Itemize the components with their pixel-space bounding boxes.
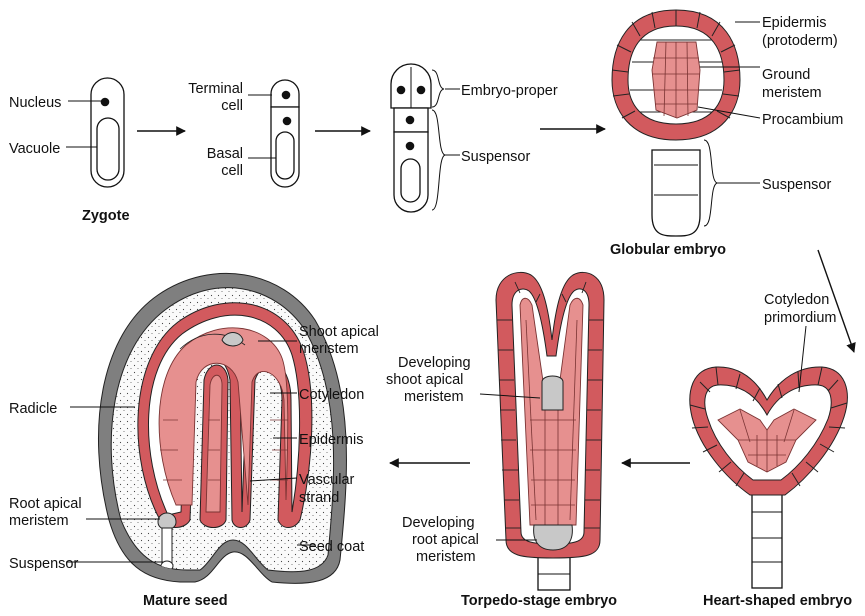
label-root-apical-meristem-1: Root apical	[9, 496, 82, 512]
caption-zygote: Zygote	[82, 208, 130, 224]
heart-suspensor	[752, 484, 782, 588]
label-terminal-cell-2: cell	[221, 98, 243, 114]
label-vacuole: Vacuole	[9, 141, 60, 157]
label-dev-root-apical-meristem-3: meristem	[416, 549, 476, 565]
four-cell-figure: Embryo-proper Suspensor	[391, 64, 558, 212]
label-suspensor-mature: Suspensor	[9, 556, 78, 572]
torpedo-stage-embryo-figure: Developing shoot apical meristem Develop…	[386, 272, 617, 609]
caption-torpedo-stage-embryo: Torpedo-stage embryo	[461, 593, 617, 609]
label-basal-cell-2: cell	[221, 163, 243, 179]
torpedo-shoot-meristem	[542, 376, 563, 410]
caption-heart-shaped-embryo: Heart-shaped embryo	[703, 593, 852, 609]
label-vascular-strand-1: Vascular	[299, 472, 355, 488]
label-cotyledon-primordium-1: Cotyledon	[764, 292, 829, 308]
label-cotyledon: Cotyledon	[299, 387, 364, 403]
globular-suspensor	[652, 150, 700, 236]
mature-root-apical-meristem	[158, 513, 176, 530]
label-ground-meristem-2: meristem	[762, 85, 822, 101]
zygote-vacuole	[97, 118, 119, 180]
caption-mature-seed: Mature seed	[143, 593, 228, 609]
label-epidermis-protoderm-1: Epidermis	[762, 15, 826, 31]
label-seed-coat: Seed coat	[299, 539, 364, 555]
label-dev-shoot-apical-meristem-3: meristem	[404, 389, 464, 405]
label-dev-root-apical-meristem-1: Developing	[402, 515, 475, 531]
label-epidermis-protoderm-2: (protoderm)	[762, 33, 838, 49]
label-vascular-strand-2: strand	[299, 490, 339, 506]
mature-seed-figure: Shoot apical meristem Cotyledon Epidermi…	[9, 273, 379, 609]
label-radicle: Radicle	[9, 401, 57, 417]
caption-globular-embryo: Globular embryo	[610, 242, 726, 258]
label-cotyledon-primordium-2: primordium	[764, 310, 837, 326]
label-dev-root-apical-meristem-2: root apical	[412, 532, 479, 548]
two-cell-figure: Terminal cell Basal cell	[188, 80, 299, 187]
brace-embryo-proper	[432, 70, 444, 107]
label-shoot-apical-meristem-1: Shoot apical	[299, 324, 379, 340]
torpedo-root-meristem	[534, 525, 573, 550]
zygote-nucleus	[101, 98, 110, 107]
label-embryo-proper: Embryo-proper	[461, 83, 558, 99]
label-root-apical-meristem-2: meristem	[9, 513, 69, 529]
label-dev-shoot-apical-meristem-2: shoot apical	[386, 372, 463, 388]
label-basal-cell-1: Basal	[207, 146, 243, 162]
label-suspensor-globular: Suspensor	[762, 177, 831, 193]
label-procambium: Procambium	[762, 112, 843, 128]
heart-shaped-embryo-figure: Cotyledon primordium Heart-shaped embryo	[690, 292, 852, 609]
globular-embryo-figure: Epidermis (protoderm) Ground meristem Pr…	[610, 10, 843, 258]
brace-globular-suspensor	[704, 140, 717, 226]
label-epidermis: Epidermis	[299, 432, 363, 448]
label-terminal-cell-1: Terminal	[188, 81, 243, 97]
label-suspensor-four-cell: Suspensor	[461, 149, 530, 165]
label-shoot-apical-meristem-2: meristem	[299, 341, 359, 357]
torpedo-suspensor	[538, 555, 570, 590]
label-nucleus: Nucleus	[9, 95, 61, 111]
label-dev-shoot-apical-meristem-1: Developing	[398, 355, 471, 371]
brace-suspensor	[432, 110, 445, 210]
zygote-figure: Nucleus Vacuole Zygote	[9, 78, 130, 224]
label-ground-meristem-1: Ground	[762, 67, 810, 83]
